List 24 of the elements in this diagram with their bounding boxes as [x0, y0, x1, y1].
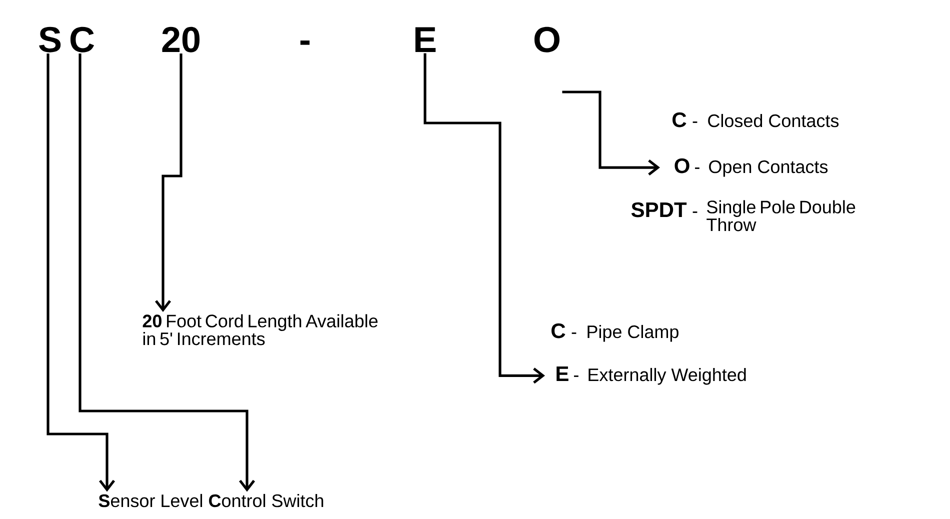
arrow	[562, 90, 660, 176]
option-text: Closed Contacts	[708, 114, 839, 128]
description-text: Sensor Level Control Switch	[98, 494, 324, 508]
arrow	[424, 53, 545, 384]
code-letter: E	[415, 27, 436, 52]
separator-dash: -	[300, 40, 310, 45]
code-letter: S	[39, 26, 61, 52]
option-text: E - Externally Weighted	[556, 366, 746, 385]
code-letter: C	[70, 26, 94, 52]
option-text: O - Open Contacts	[674, 158, 828, 177]
code-letter: 20	[162, 26, 200, 52]
option-text: Single Pole Double Throw	[706, 200, 856, 232]
option-dash: -	[692, 212, 698, 213]
option-code: C	[672, 112, 686, 128]
option-code: SPDT	[631, 202, 687, 218]
option-dash: -	[692, 122, 698, 123]
code-letter: O	[534, 26, 560, 52]
option-text: Pipe Clamp	[588, 324, 678, 342]
option-code: C	[552, 323, 566, 338]
arrow	[154, 54, 182, 312]
option-dash: -	[572, 332, 576, 334]
option-text: 20 Foot Cord Length Available in 5' Increments	[142, 314, 378, 346]
arrow	[78, 54, 256, 492]
arrow	[46, 54, 116, 492]
